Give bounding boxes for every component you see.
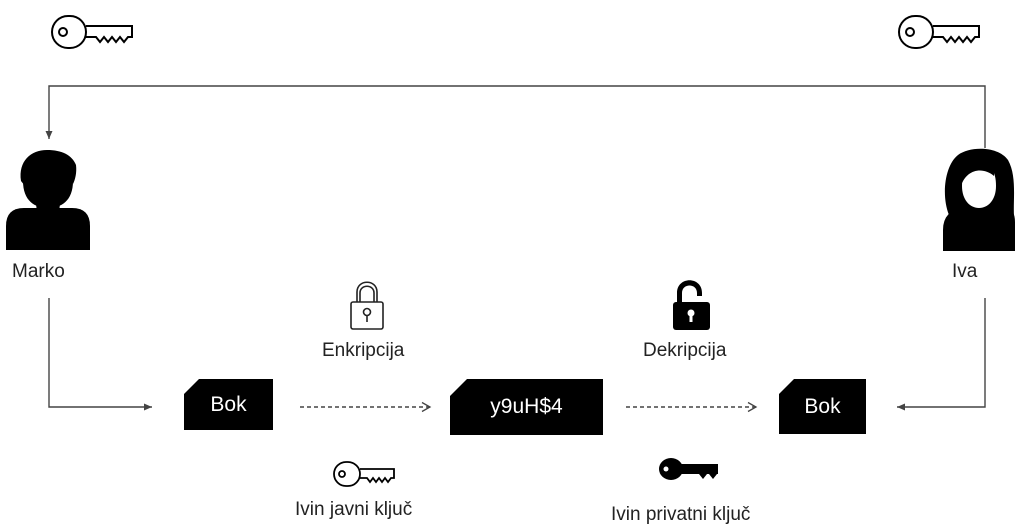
marko-to-message-arrow <box>48 298 152 411</box>
encryption-label: Enkripcija <box>322 340 405 361</box>
top-left-key-icon <box>51 15 133 49</box>
private-key-icon <box>659 458 718 480</box>
iva-to-message-arrow <box>897 298 986 411</box>
iva-user-icon <box>943 148 1015 251</box>
receiver-name: Iva <box>952 261 978 282</box>
public-key-share-line <box>45 85 986 148</box>
ciphertext-message: y9uH$4 <box>490 395 563 418</box>
private-key-label: Ivin privatni ključ <box>611 504 751 525</box>
decrypted-box-shape <box>779 379 866 434</box>
marko-user-icon <box>6 150 90 250</box>
decryption-label: Dekripcija <box>643 340 727 361</box>
top-right-key-icon <box>898 15 980 49</box>
open-padlock-icon <box>673 280 710 330</box>
public-key-label: Ivin javni ključ <box>295 499 413 520</box>
plaintext-box-shape <box>184 379 273 430</box>
sender-name: Marko <box>12 261 65 282</box>
public-key-icon <box>333 461 395 487</box>
closed-padlock-icon <box>350 281 384 330</box>
plaintext-message: Bok <box>210 392 247 416</box>
ciphertext-box-shape <box>450 379 603 435</box>
decrypted-message: Bok <box>804 394 841 418</box>
